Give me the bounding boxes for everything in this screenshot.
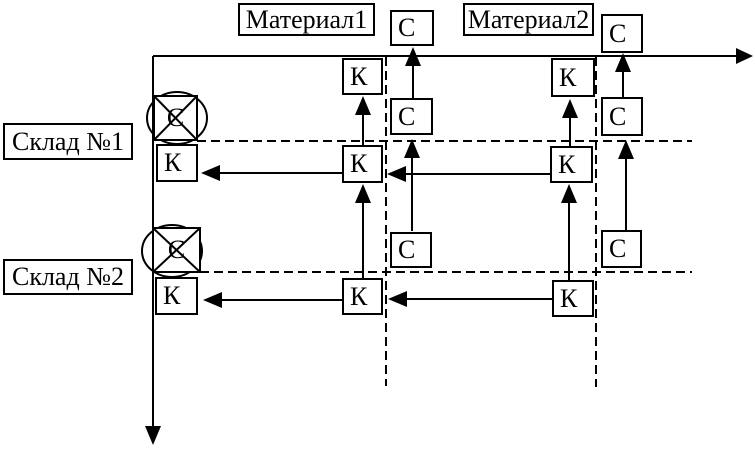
node-c-material2-top: С (601, 14, 643, 53)
label-material1: Материал1 (238, 3, 375, 36)
node-c-material2-bot: С (601, 230, 642, 268)
dashed-grid-lines (197, 57, 692, 387)
node-k-material2-mid: К (550, 146, 593, 183)
node-c-material2-mid: С (601, 97, 643, 136)
node-k-material1-top: К (342, 58, 383, 95)
main-axis-arrows (145, 48, 753, 445)
flow-arrows (201, 47, 634, 308)
transport-symbol-sklad2-graphic (141, 224, 203, 278)
node-c-material1-mid: С (390, 98, 433, 135)
transport-symbol-sklad1-letter: С (166, 103, 185, 132)
node-k-material1-bot: К (342, 278, 383, 315)
node-c-material1-bot: С (390, 232, 432, 268)
label-material2: Материал2 (463, 3, 594, 36)
label-sklad1: Склад №1 (3, 123, 133, 160)
node-k-sklad2: К (155, 277, 198, 315)
transport-symbol-sklad2-letter: С (167, 235, 186, 264)
node-k-material1-mid: К (342, 145, 383, 183)
node-k-material2-top: К (551, 58, 595, 97)
node-k-material2-bot: К (552, 280, 594, 317)
node-k-sklad1: К (156, 144, 198, 182)
label-sklad2: Склад №2 (3, 259, 133, 295)
node-c-material1-top: С (390, 10, 434, 46)
